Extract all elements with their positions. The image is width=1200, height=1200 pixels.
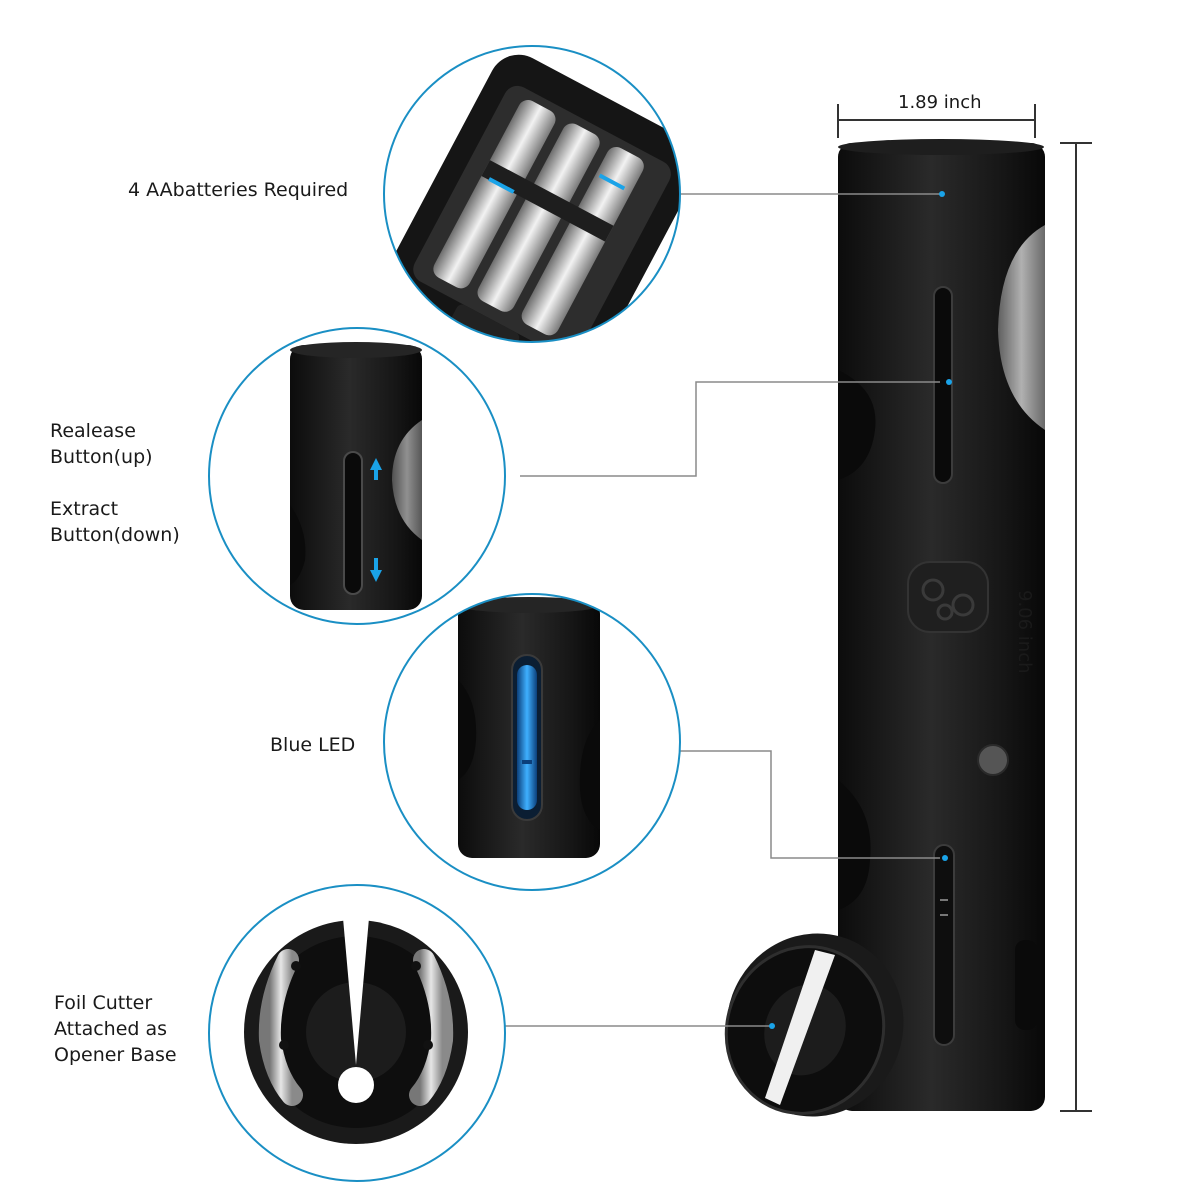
release-line-1: Realease xyxy=(50,420,136,442)
foil-line-2: Attached as xyxy=(54,1018,168,1040)
foil-line-1: Foil Cutter xyxy=(54,992,153,1014)
width-dimension-label: 1.89 inch xyxy=(898,92,982,113)
batteries-label: 4 AAbatteries Required xyxy=(128,179,349,201)
foil-line-3: Opener Base xyxy=(54,1044,177,1066)
width-dimension xyxy=(837,104,1036,138)
down-arrow-icon xyxy=(370,558,382,582)
extract-line-2: Button(down) xyxy=(50,524,180,546)
height-dimension xyxy=(1060,142,1092,1112)
release-line-2: Button(up) xyxy=(50,446,153,468)
leader-dots xyxy=(769,191,952,1029)
foil-cutter-attached xyxy=(724,933,904,1117)
logo-emblem xyxy=(907,561,989,633)
up-arrow-icon xyxy=(370,458,382,480)
extract-line-1: Extract xyxy=(50,498,119,520)
foil-cutter-callout xyxy=(208,884,506,1182)
height-dimension-label: 9.06 inch xyxy=(1014,590,1035,674)
blue-led-label: Blue LED xyxy=(270,734,356,756)
wine-opener-body xyxy=(724,139,1045,1117)
led-strip xyxy=(511,654,543,821)
leader-lines xyxy=(505,193,940,1027)
led-callout xyxy=(383,593,681,891)
foil-cutter-base xyxy=(244,918,468,1144)
release-button-label: Realease Button(up) xyxy=(50,418,153,470)
button-callout xyxy=(208,327,506,625)
foil-cutter-label: Foil Cutter Attached as Opener Base xyxy=(54,990,177,1068)
extract-button-label: Extract Button(down) xyxy=(50,496,180,548)
